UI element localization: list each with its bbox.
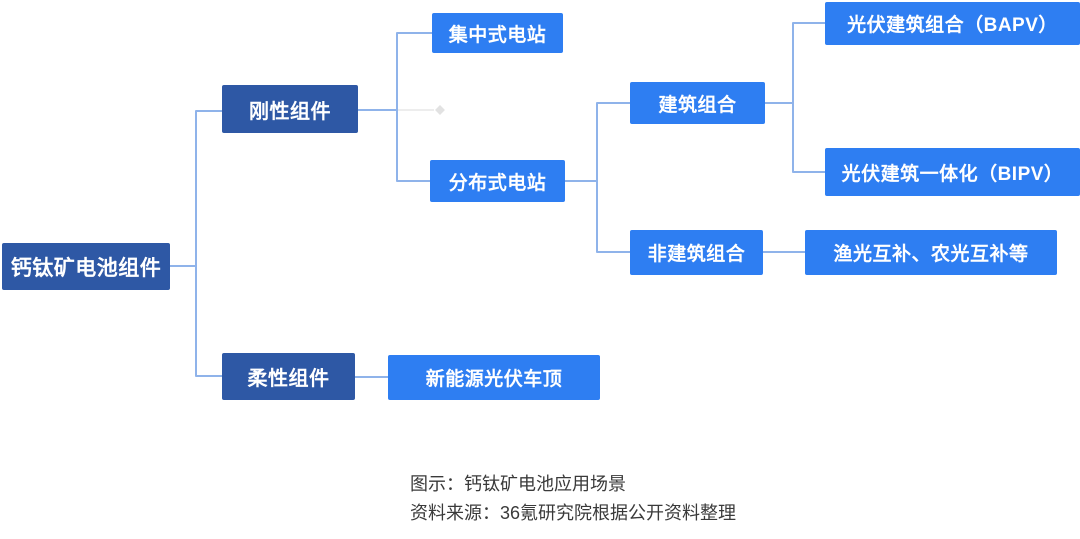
- node-ev-pv-roof: 新能源光伏车顶: [388, 355, 600, 400]
- caption-source: 资料来源：36氪研究院根据公开资料整理: [410, 503, 737, 523]
- node-flexible-modules: 柔性组件: [222, 353, 355, 400]
- node-bipv: 光伏建筑一体化（BIPV）: [825, 148, 1080, 196]
- node-non-building-combo: 非建筑组合: [630, 230, 763, 275]
- caption: 图示：钙钛矿电池应用场景 资料来源：36氪研究院根据公开资料整理: [410, 470, 736, 528]
- node-bapv: 光伏建筑组合（BAPV）: [825, 2, 1080, 45]
- caption-title: 图示：钙钛矿电池应用场景: [410, 474, 626, 494]
- node-centralized-station: 集中式电站: [432, 13, 563, 53]
- node-rigid-modules: 刚性组件: [222, 85, 358, 133]
- edge-distributed-children: [596, 102, 630, 253]
- node-building-combo: 建筑组合: [630, 82, 765, 124]
- node-fishery-agri: 渔光互补、农光互补等: [805, 230, 1057, 275]
- node-root: 钙钛矿电池组件: [2, 243, 170, 290]
- node-distributed-station: 分布式电站: [430, 160, 565, 202]
- edge-trunk: [195, 110, 222, 377]
- edge-rigid-children: [396, 32, 432, 182]
- edge-building-children: [792, 22, 825, 173]
- edge-paths: [170, 22, 825, 378]
- hint-diamond-icon: [435, 105, 445, 115]
